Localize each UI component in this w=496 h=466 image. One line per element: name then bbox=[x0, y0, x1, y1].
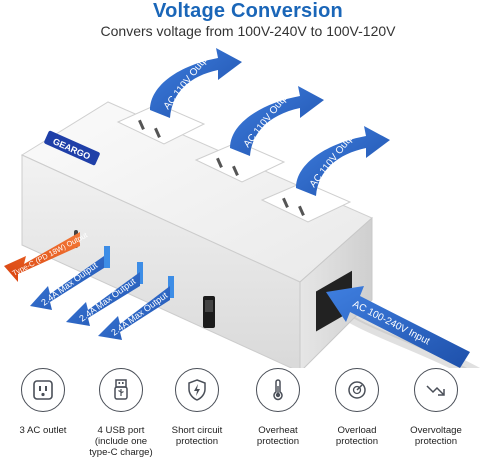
feature-list: 3 AC outlet 4 USB port (include one type… bbox=[0, 368, 496, 466]
output-arrow bbox=[296, 126, 390, 196]
usb-port bbox=[168, 276, 174, 298]
feature-item: Overheat protection bbox=[243, 368, 313, 447]
output-arrow bbox=[230, 86, 324, 156]
page-title: Voltage Conversion bbox=[153, 0, 343, 22]
usb-port bbox=[104, 246, 110, 268]
usb-arrow bbox=[66, 272, 140, 326]
ac-outlet bbox=[194, 141, 286, 183]
input-arrow bbox=[326, 286, 470, 368]
output-arrow bbox=[150, 48, 242, 118]
usb-arrow bbox=[30, 256, 104, 310]
typec-arrow bbox=[4, 232, 80, 282]
voltage-icon bbox=[414, 368, 458, 412]
device-front bbox=[21, 154, 301, 368]
overload-icon bbox=[335, 368, 379, 412]
shield-icon bbox=[175, 368, 219, 412]
feature-label: 3 AC outlet bbox=[19, 425, 67, 436]
outlet-icon bbox=[21, 368, 65, 412]
product-illustration: GEARGO AC 110V Output AC 110V Output AC … bbox=[4, 48, 481, 368]
feature-item: Overvoltage protection bbox=[401, 368, 471, 447]
feature-label: Overvoltage protection bbox=[410, 425, 462, 447]
feature-item: 3 AC outlet bbox=[8, 368, 78, 436]
feature-item: 4 USB port (include one type-C charge) bbox=[86, 368, 156, 458]
feature-item: Short circuit protection bbox=[162, 368, 232, 447]
ac-outlet bbox=[260, 181, 352, 223]
thermometer-icon bbox=[256, 368, 300, 412]
feature-label: Overheat protection bbox=[256, 425, 300, 447]
usb-arrow bbox=[98, 286, 170, 340]
ac-outlet bbox=[116, 103, 206, 145]
feature-item: Overload protection bbox=[322, 368, 392, 447]
feature-label: Short circuit protection bbox=[171, 425, 223, 447]
feature-label: Overload protection bbox=[335, 425, 379, 447]
page-subtitle: Convers voltage from 100V-240V to 100V-1… bbox=[100, 23, 396, 39]
feature-label: 4 USB port (include one type-C charge) bbox=[89, 425, 153, 458]
usb-icon bbox=[99, 368, 143, 412]
